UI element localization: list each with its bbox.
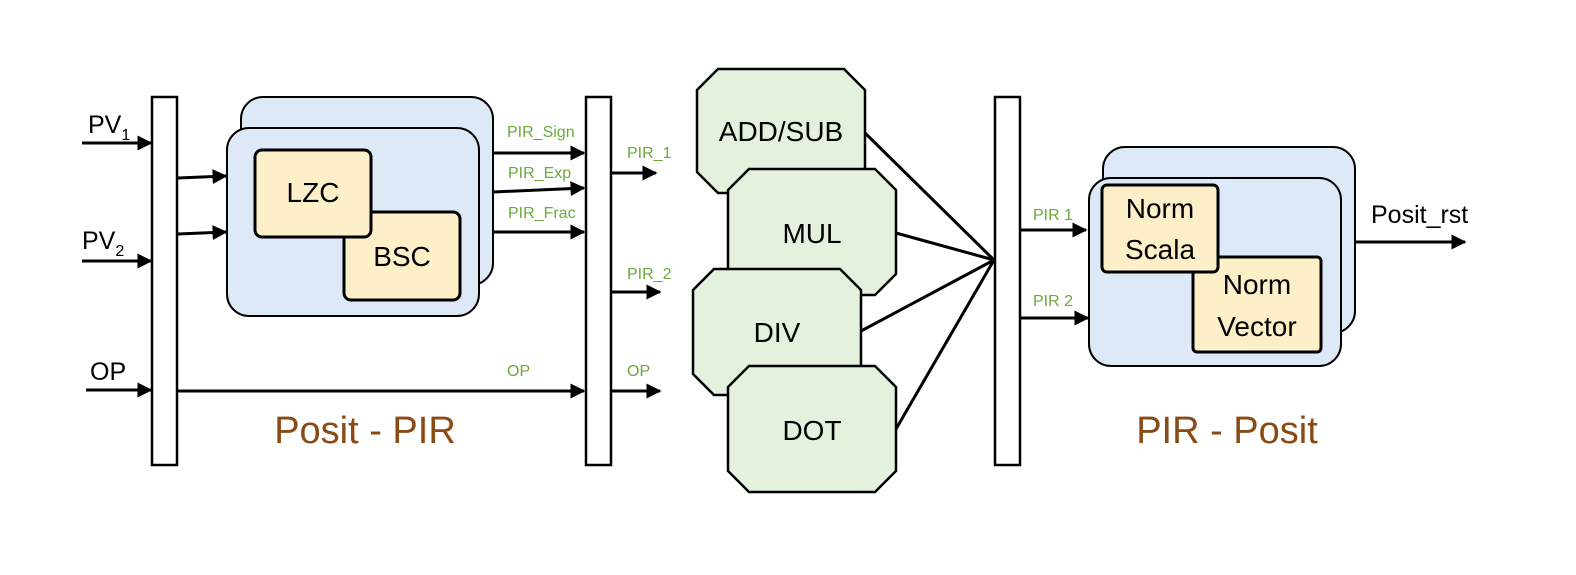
- posit-pir-title: Posit - PIR: [274, 410, 456, 452]
- add-sub-label: ADD/SUB: [719, 116, 843, 147]
- pir2-in-label: PIR 2: [1033, 293, 1073, 310]
- norm-vector-line2: Vector: [1217, 311, 1296, 342]
- pir1-out-label: PIR_1: [627, 145, 672, 162]
- norm-vector-box: [1191, 255, 1323, 354]
- result-register: [993, 95, 1022, 467]
- bsc-box: [342, 210, 462, 302]
- add-sub-wire: [863, 131, 996, 262]
- mul-label: MUL: [782, 218, 841, 249]
- op-input-label: OP: [90, 358, 126, 386]
- norm-scala-line2: Scala: [1125, 234, 1195, 265]
- reg1-to-decoder-arrow-2: [177, 225, 228, 241]
- mul-unit: [726, 167, 898, 297]
- div-wire: [860, 258, 995, 333]
- pir-exp-label: PIR_Exp: [508, 165, 571, 182]
- norm-scala-line1: Norm: [1126, 193, 1194, 224]
- dot-wire: [894, 259, 996, 430]
- dot-label: DOT: [782, 415, 841, 446]
- norm-scala-box: [1100, 183, 1220, 274]
- pir-exp-arrow: [492, 181, 586, 197]
- posit-rst-label: Posit_rst: [1371, 201, 1468, 229]
- pir2-out-label: PIR_2: [627, 266, 672, 283]
- lzc-box: [253, 148, 373, 239]
- mul-wire: [895, 231, 995, 262]
- lzc-label: LZC: [287, 177, 340, 208]
- bsc-label: BSC: [373, 241, 431, 272]
- pir-posit-title: PIR - Posit: [1136, 410, 1318, 452]
- pir-sign-label: PIR_Sign: [507, 124, 575, 141]
- pv1-label: PV1: [88, 111, 130, 144]
- pir-frac-label: PIR_Frac: [508, 205, 576, 222]
- pir1-in-label: PIR 1: [1033, 207, 1073, 224]
- op-out-label: OP: [627, 363, 650, 380]
- input-register: [150, 95, 179, 467]
- norm-vector-line1: Norm: [1223, 269, 1291, 300]
- pir-register: [584, 95, 613, 467]
- pv2-label: PV2: [82, 227, 124, 260]
- div-label: DIV: [754, 317, 801, 348]
- dot-unit: [726, 364, 898, 494]
- op-pass-label: OP: [507, 363, 530, 380]
- reg1-to-decoder-arrow-1: [177, 169, 228, 185]
